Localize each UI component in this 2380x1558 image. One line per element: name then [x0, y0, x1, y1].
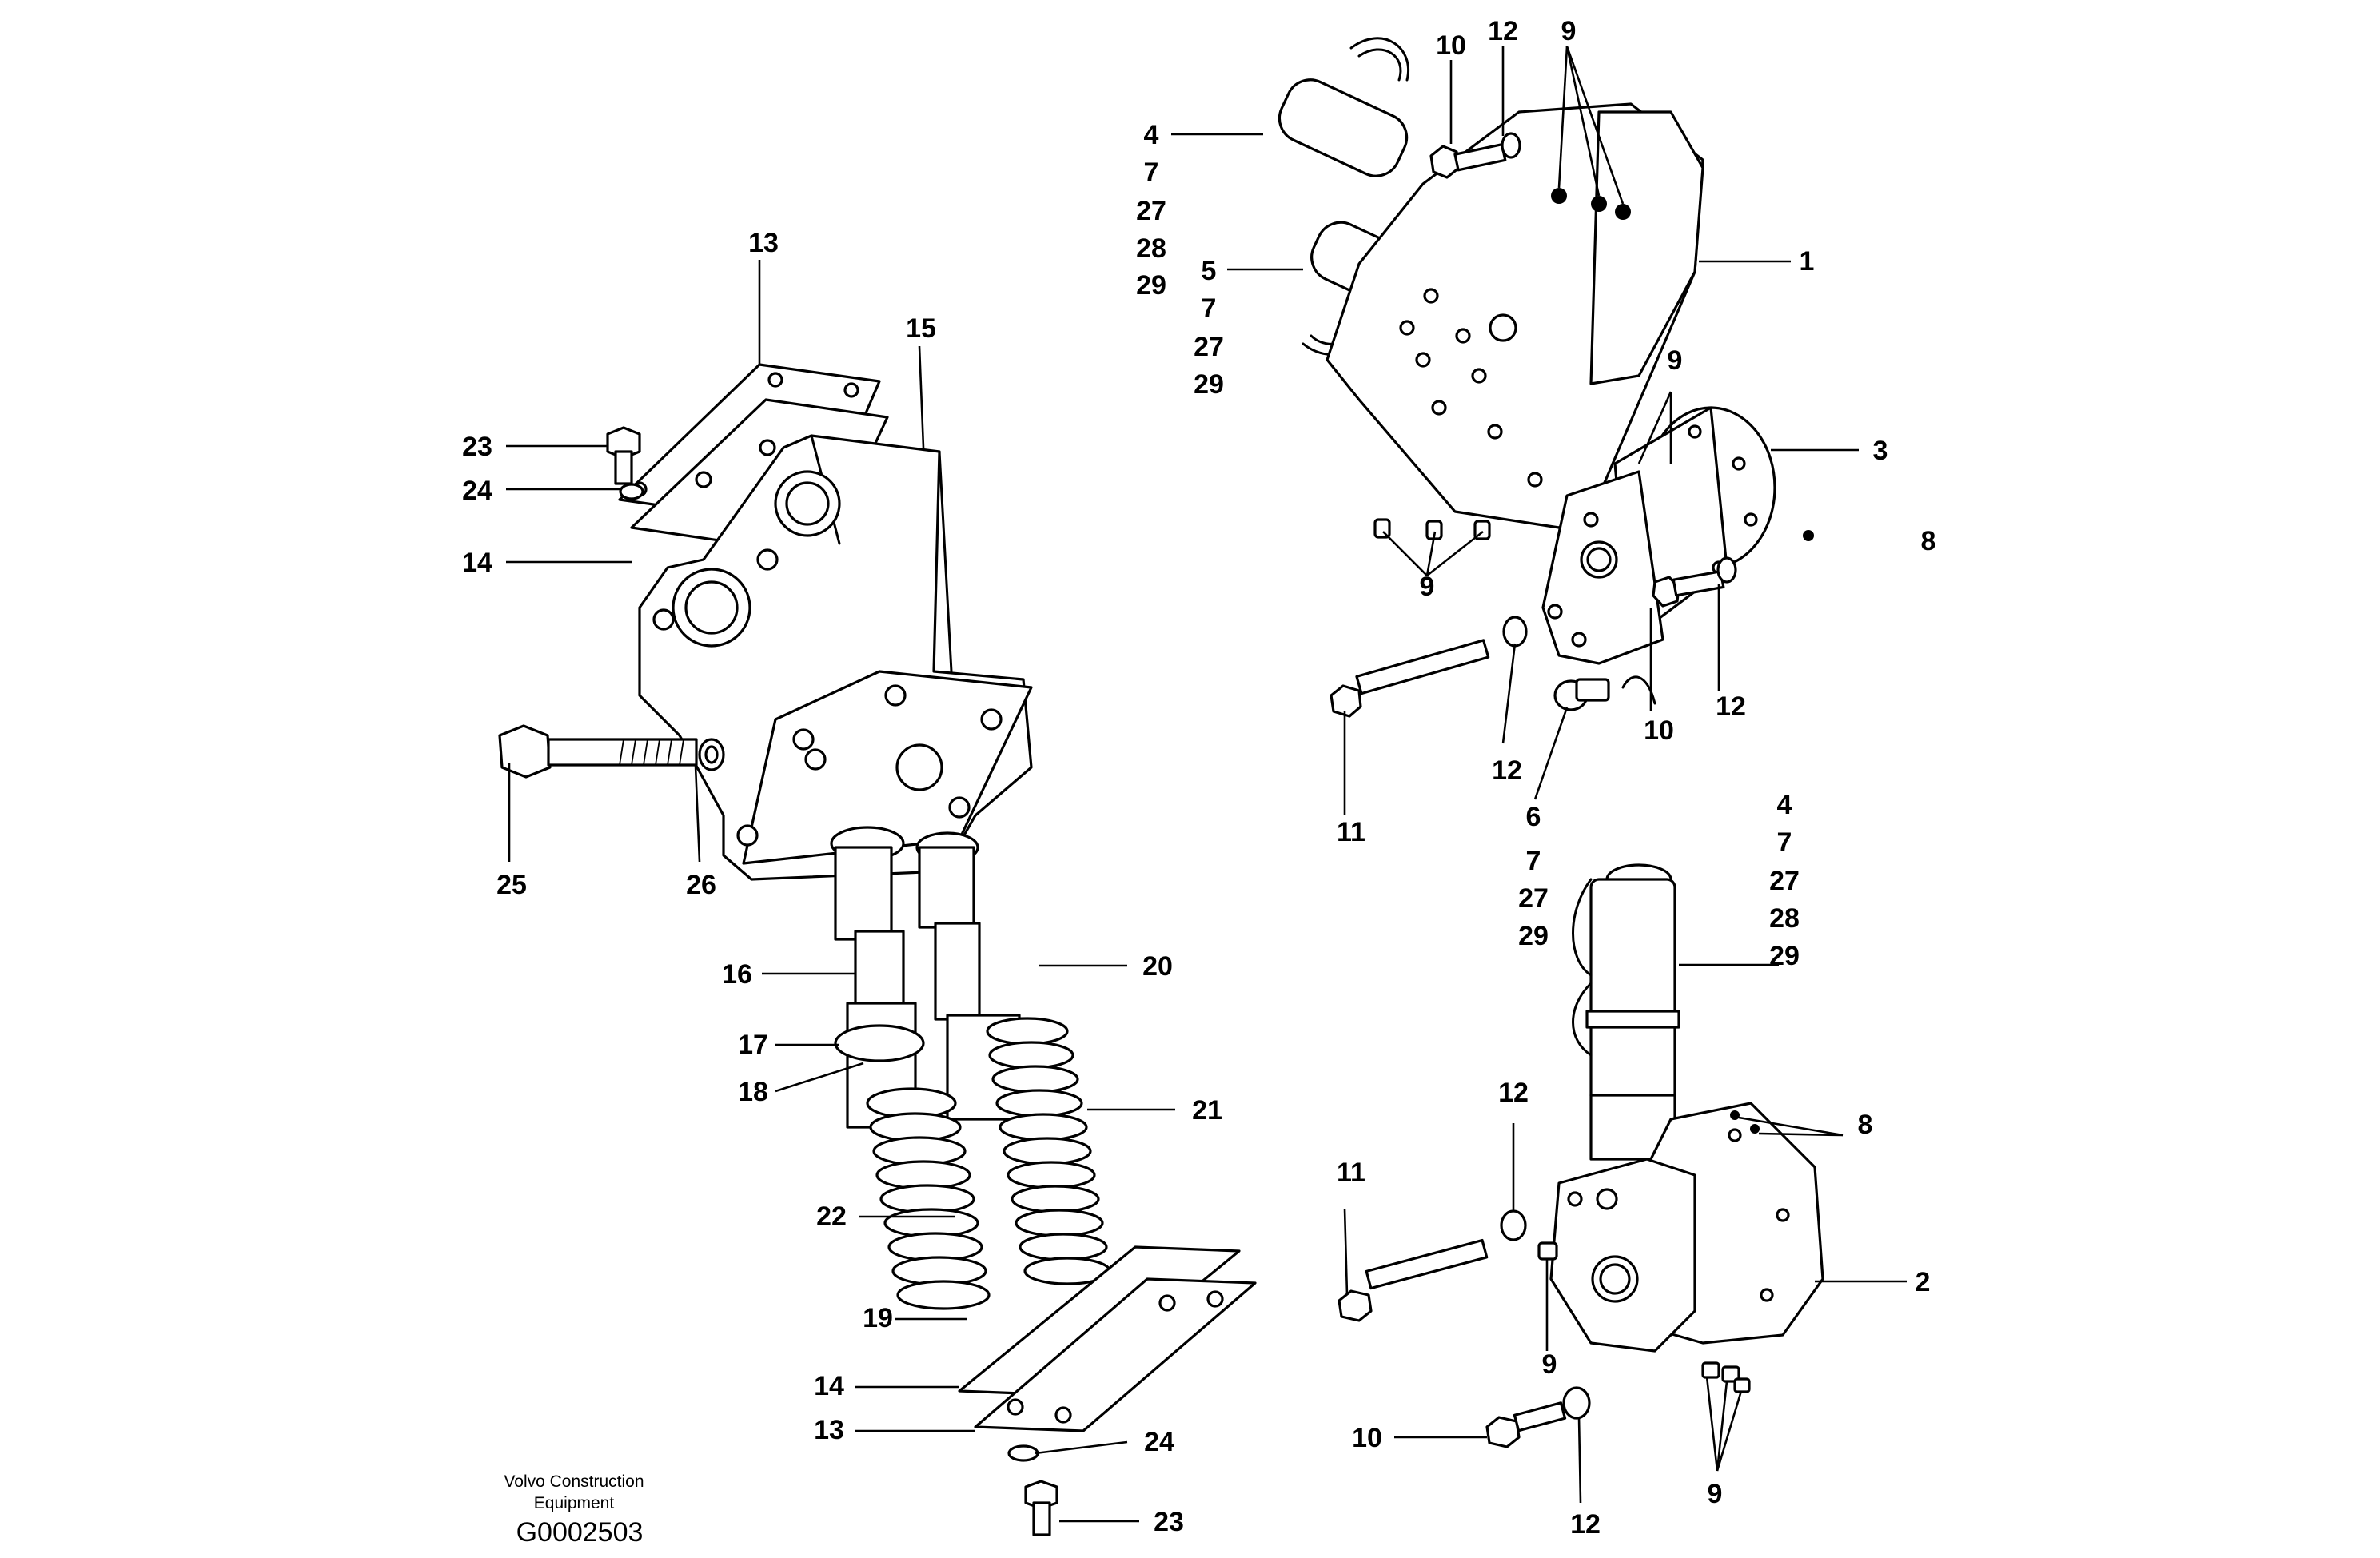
washer-12-top	[1501, 132, 1521, 159]
spool-16	[830, 826, 925, 1129]
label-10: 10	[1352, 1423, 1382, 1453]
washer-12-bottom	[1562, 1386, 1591, 1420]
housing-2	[1549, 1102, 1824, 1353]
label-27: 27	[1194, 332, 1224, 362]
washer-12-lower-right	[1500, 1209, 1527, 1241]
label-27: 27	[1769, 866, 1800, 896]
plate-13-bottom	[974, 1277, 1257, 1432]
plugs-9-bottom	[1701, 1361, 1751, 1393]
label-7: 7	[1144, 157, 1159, 188]
plugs-8-lower	[1730, 1110, 1760, 1134]
washer-12-lower	[1502, 616, 1528, 648]
label-9: 9	[1542, 1349, 1557, 1380]
bolt-11-lower	[1338, 1238, 1489, 1322]
housing-3	[1541, 406, 1776, 705]
label-27: 27	[1518, 883, 1549, 914]
label-12: 12	[1498, 1078, 1529, 1108]
company-name-line2: Equipment	[534, 1494, 615, 1512]
plug-9-lower	[1537, 1241, 1558, 1261]
callout-labels: 1 2 3 4 7 27 28 29 5 7 27 29 10 12 9 9 9…	[462, 16, 1935, 1540]
label-4: 4	[1777, 790, 1792, 820]
sensor-6	[1553, 678, 1610, 711]
label-29: 29	[1136, 270, 1166, 301]
label-5: 5	[1202, 256, 1217, 286]
bolt-11-upper	[1330, 639, 1490, 718]
washer-26	[698, 738, 725, 771]
washer-24-bottom	[1007, 1444, 1039, 1462]
bolt-10-top	[1429, 143, 1507, 179]
bolt-25	[498, 724, 698, 779]
solenoid-4	[1278, 37, 1409, 177]
label-1: 1	[1800, 246, 1815, 277]
label-9: 9	[1668, 345, 1683, 376]
label-24: 24	[462, 476, 492, 506]
plate-1	[1326, 102, 1704, 529]
label-19: 19	[863, 1303, 893, 1333]
label-14: 14	[462, 548, 492, 578]
plug-8-upper	[1803, 530, 1814, 541]
label-15: 15	[906, 313, 936, 344]
label-7: 7	[1777, 827, 1792, 858]
label-10: 10	[1436, 30, 1466, 61]
solenoid-lower	[1572, 863, 1680, 1161]
label-9: 9	[1561, 16, 1577, 46]
label-16: 16	[722, 959, 752, 990]
screw-23-bottom	[1024, 1480, 1058, 1536]
label-22: 22	[816, 1201, 847, 1232]
label-26: 26	[686, 870, 716, 900]
label-7: 7	[1202, 293, 1217, 324]
label-3: 3	[1873, 436, 1888, 466]
label-27: 27	[1136, 196, 1166, 226]
screw-23-top	[606, 426, 644, 500]
label-29: 29	[1194, 369, 1224, 400]
label-7: 7	[1526, 846, 1541, 876]
label-8: 8	[1858, 1110, 1873, 1140]
label-29: 29	[1518, 921, 1549, 951]
label-11: 11	[1337, 817, 1365, 847]
label-23: 23	[1154, 1507, 1184, 1537]
label-9: 9	[1420, 572, 1435, 602]
label-24: 24	[1144, 1427, 1174, 1457]
label-4: 4	[1144, 120, 1159, 150]
label-9: 9	[1708, 1479, 1723, 1509]
drawing-id: G0002503	[516, 1517, 644, 1548]
label-23: 23	[462, 432, 492, 462]
label-28: 28	[1136, 233, 1166, 264]
label-28: 28	[1769, 903, 1800, 934]
label-12: 12	[1570, 1509, 1601, 1540]
label-14: 14	[814, 1371, 844, 1401]
washer-12-side	[1716, 556, 1737, 584]
label-12: 12	[1492, 755, 1522, 786]
label-12: 12	[1716, 691, 1746, 722]
spring-21	[986, 1017, 1111, 1285]
bolt-10-lower	[1485, 1401, 1567, 1448]
company-name-line1: Volvo Construction	[504, 1472, 644, 1491]
valve-body-15	[638, 434, 1033, 881]
label-29: 29	[1769, 941, 1800, 971]
label-8: 8	[1921, 526, 1936, 556]
label-2: 2	[1916, 1267, 1931, 1297]
label-13: 13	[748, 228, 779, 258]
footer: Volvo Construction Equipment G0002503	[504, 1472, 644, 1548]
label-13: 13	[814, 1415, 844, 1445]
label-11: 11	[1337, 1158, 1365, 1188]
bolt-10-side	[1652, 570, 1725, 608]
label-10: 10	[1644, 715, 1674, 746]
label-17: 17	[738, 1030, 768, 1060]
plugs-9-group	[1373, 518, 1491, 540]
label-6: 6	[1526, 802, 1541, 832]
label-25: 25	[496, 870, 527, 900]
label-12: 12	[1488, 16, 1518, 46]
label-21: 21	[1192, 1095, 1222, 1126]
leader-lines	[506, 46, 1907, 1523]
label-18: 18	[738, 1077, 768, 1107]
label-20: 20	[1142, 951, 1173, 982]
spring-22	[866, 1087, 991, 1310]
